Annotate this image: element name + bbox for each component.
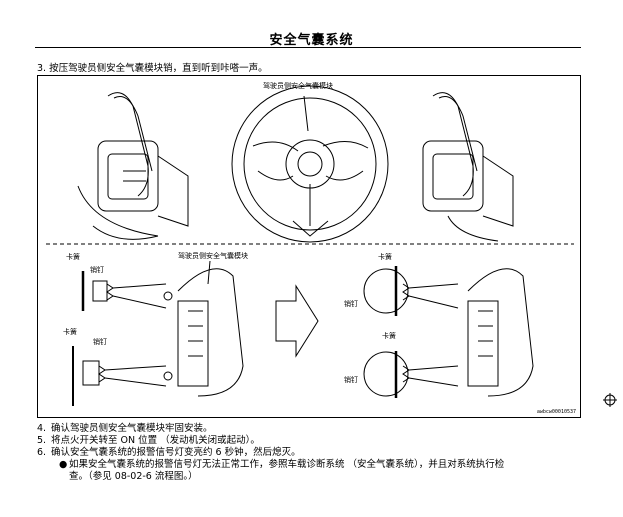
bullet-icon: ● [59, 459, 68, 470]
direction-arrow [275, 284, 319, 358]
label-clip-4: 卡簧 [382, 331, 396, 340]
label-pin-3: 销钉 [344, 299, 358, 308]
steering-wheel-side-left [77, 92, 189, 240]
clip-pin-detail-lower [72, 346, 173, 406]
illustration-drawing: 驾驶员侧安全气囊模块 驾驶员侧安全气囊模块 卡簧 销钉 卡簧 销钉 卡簧 销钉 … [46, 81, 574, 406]
steering-wheel-front [231, 85, 389, 243]
step-5: 5. 将点火开关转至 ON 位置 （发动机关闭或起动）。 [37, 435, 260, 446]
clip-pin-detail-upper [81, 271, 173, 311]
steps-list: 4. 确认驾驶员侧安全气囊模块牢固安装。 5. 将点火开关转至 ON 位置 （发… [37, 423, 583, 483]
airbag-module-right [467, 268, 534, 397]
label-clip-2: 卡簧 [63, 327, 77, 336]
label-clip-1: 卡簧 [66, 252, 80, 261]
illustration-figure: 驾驶员侧安全气囊模块 驾驶员侧安全气囊模块 卡簧 销钉 卡簧 销钉 卡簧 销钉 … [37, 75, 581, 418]
header-rule [35, 47, 581, 48]
label-airbag-module-top: 驾驶员侧安全气囊模块 [263, 81, 333, 90]
label-clip-3: 卡簧 [378, 252, 392, 261]
label-pin-4: 销钉 [344, 375, 358, 384]
figure-id: awbcw00010537 [536, 409, 576, 415]
crosshair-icon [603, 393, 617, 407]
label-pin-2: 销钉 [93, 337, 107, 346]
step-6-bullet: ● 如果安全气囊系统的报警信号灯无法正常工作，参照车载诊断系统 （安全气囊系统）… [59, 459, 505, 482]
airbag-module-left [177, 260, 244, 397]
page-title: 安全气囊系统 [269, 33, 354, 48]
label-pin-1: 销钉 [90, 265, 104, 274]
label-airbag-module-mid: 驾驶员侧安全气囊模块 [178, 251, 248, 260]
step-3-text: 3. 按压驾驶员侧安全气囊模块销，直到听到咔嗒一声。 [37, 63, 268, 74]
steering-wheel-side-right [422, 92, 514, 242]
step-4: 4. 确认驾驶员侧安全气囊模块牢固安装。 [37, 423, 213, 434]
clip-pin-detail-right-lower [363, 351, 459, 398]
clip-pin-detail-right-upper [363, 266, 459, 316]
step-6: 6. 确认安全气囊系统的报警信号灯变亮约 6 秒钟，然后熄灭。 [37, 447, 301, 458]
